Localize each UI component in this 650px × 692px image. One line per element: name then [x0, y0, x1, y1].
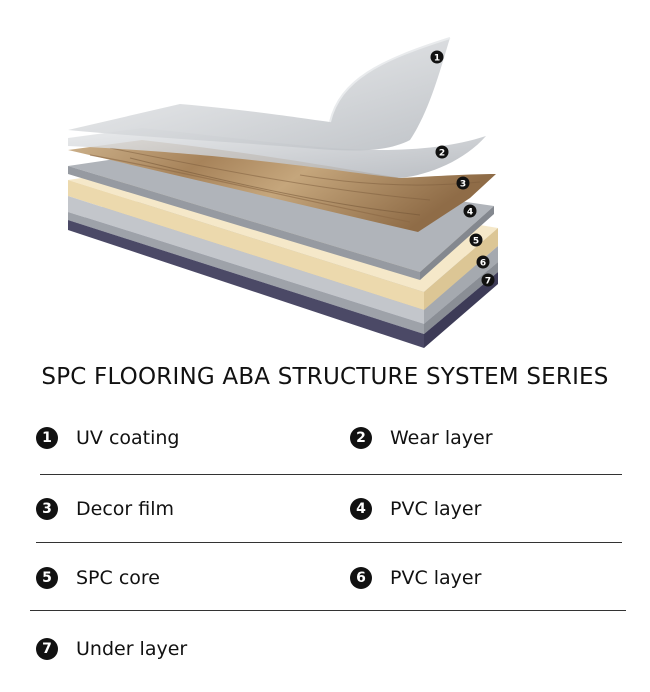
- marker-7: 7: [481, 273, 495, 287]
- svg-text:4: 4: [467, 208, 473, 218]
- decor-film-layer: [68, 140, 496, 232]
- uv-coating-sheet: [68, 37, 451, 151]
- marker-3: 3: [456, 176, 470, 190]
- svg-text:1: 1: [434, 54, 440, 64]
- wear-layer-sheet: [68, 128, 486, 178]
- legend-label: Wear layer: [390, 427, 493, 449]
- row-divider: [36, 542, 622, 543]
- svg-text:5: 5: [473, 237, 479, 247]
- number-badge: 7: [36, 638, 58, 660]
- legend-label: Under layer: [76, 638, 188, 660]
- legend-item-pvc-layer-top: 4 PVC layer: [350, 498, 481, 520]
- svg-text:6: 6: [480, 259, 486, 269]
- legend-item-pvc-layer-bottom: 6 PVC layer: [350, 567, 481, 589]
- number-badge: 6: [350, 567, 372, 589]
- legend-label: SPC core: [76, 567, 160, 589]
- row-divider: [30, 610, 626, 611]
- marker-6: 6: [476, 255, 490, 269]
- number-badge: 5: [36, 567, 58, 589]
- legend-item-uv-coating: 1 UV coating: [36, 427, 180, 449]
- svg-text:2: 2: [439, 149, 445, 159]
- marker-4: 4: [463, 204, 477, 218]
- legend-item-under-layer: 7 Under layer: [36, 638, 187, 660]
- number-badge: 4: [350, 498, 372, 520]
- legend-label: Decor film: [76, 498, 174, 520]
- svg-text:7: 7: [485, 277, 491, 287]
- pvc-layer-top-slab: [68, 155, 494, 280]
- legend-item-spc-core: 5 SPC core: [36, 567, 160, 589]
- number-badge: 3: [36, 498, 58, 520]
- layer-structure-diagram: 1 2 3 4 5 6 7: [68, 37, 498, 348]
- legend-item-wear-layer: 2 Wear layer: [350, 427, 493, 449]
- number-badge: 1: [36, 427, 58, 449]
- number-badge: 2: [350, 427, 372, 449]
- legend-item-decor-film: 3 Decor film: [36, 498, 174, 520]
- legend-label: UV coating: [76, 427, 180, 449]
- svg-text:3: 3: [460, 180, 466, 190]
- marker-1: 1: [430, 50, 444, 64]
- page-title: SPC FLOORING ABA STRUCTURE SYSTEM SERIES: [41, 364, 609, 390]
- legend-label: PVC layer: [390, 498, 482, 520]
- row-divider: [40, 474, 622, 475]
- marker-5: 5: [469, 233, 483, 247]
- legend-label: PVC layer: [390, 567, 482, 589]
- marker-2: 2: [435, 145, 449, 159]
